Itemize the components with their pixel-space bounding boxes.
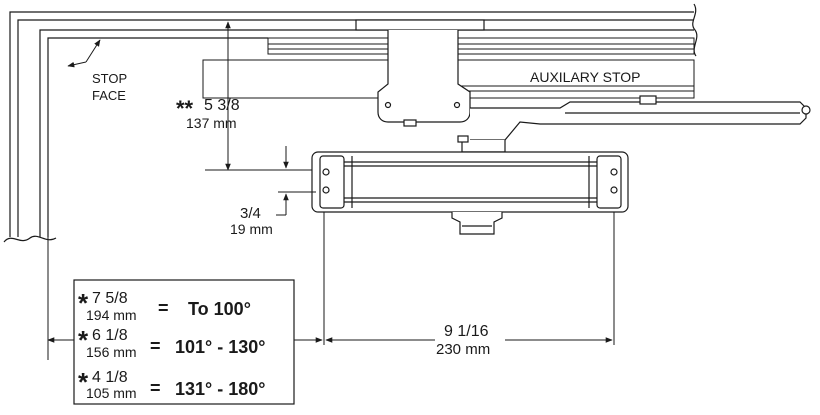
- dim-width-mm: 230 mm: [436, 341, 490, 358]
- row-mm: 194 mm: [86, 307, 137, 323]
- dimension-9-1-16: [47, 212, 615, 360]
- stop-face-pointer: [67, 39, 101, 68]
- table-row: * 7 5/8 194 mm = To 100°: [78, 288, 251, 323]
- row-range: 101° - 130°: [175, 337, 265, 357]
- row-equals: =: [158, 298, 169, 318]
- closer-arm: [457, 95, 811, 153]
- mounting-bracket: [355, 19, 485, 127]
- table-row: * 4 1/8 105 mm = 131° - 180°: [78, 367, 265, 401]
- dimension-5-3-8: [205, 21, 312, 171]
- row-star: *: [78, 325, 89, 355]
- dimension-3-4: [276, 146, 316, 216]
- dim-top-inches: 5 3/8: [204, 97, 240, 114]
- dim-small-inches: 3/4: [240, 205, 261, 222]
- closer-body: [311, 151, 629, 235]
- dim-small-mm: 19 mm: [230, 221, 273, 237]
- row-range: 131° - 180°: [175, 379, 265, 399]
- row-mm: 105 mm: [86, 385, 137, 401]
- stop-face-label-2: FACE: [92, 88, 126, 103]
- dim-top-star: **: [176, 96, 194, 121]
- opening-degree-table: * 7 5/8 194 mm = To 100° * 6 1/8 156 mm …: [73, 279, 295, 405]
- row-equals: =: [150, 378, 161, 398]
- table-row: * 6 1/8 156 mm = 101° - 130°: [78, 325, 265, 360]
- row-range: To 100°: [188, 299, 251, 319]
- dim-top-mm: 137 mm: [186, 115, 237, 131]
- row-inches: 6 1/8: [92, 327, 128, 344]
- row-equals: =: [150, 336, 161, 356]
- dim-width-inches: 9 1/16: [444, 323, 489, 340]
- stop-face-label-1: STOP: [92, 71, 127, 86]
- row-star: *: [78, 367, 89, 397]
- row-inches: 4 1/8: [92, 369, 128, 386]
- auxiliary-stop-label: AUXILARY STOP: [530, 69, 641, 85]
- row-inches: 7 5/8: [92, 290, 128, 307]
- row-star: *: [78, 288, 89, 318]
- row-mm: 156 mm: [86, 344, 137, 360]
